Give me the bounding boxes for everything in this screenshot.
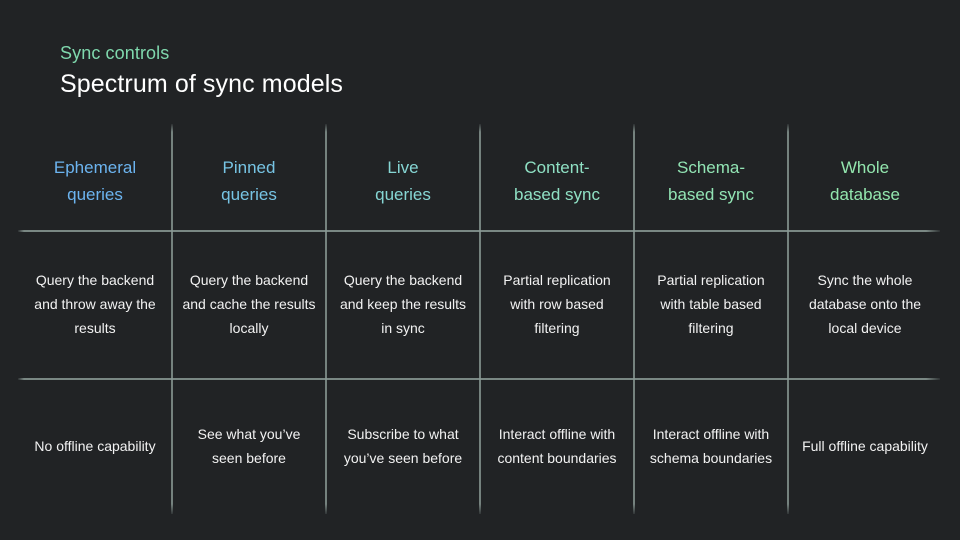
column-header-whole-database: Whole database	[788, 124, 942, 230]
table-header-row: Ephemeral queries Pinned queries Live qu…	[18, 124, 942, 230]
table-column-divider	[479, 124, 481, 514]
page-title: Spectrum of sync models	[60, 70, 343, 98]
table-column-divider	[325, 124, 327, 514]
column-header-line-1: Whole	[840, 158, 890, 177]
cell-offline-ephemeral-queries: No offline capability	[34, 438, 156, 454]
cell-description-live-queries: Query the backend and keep the results i…	[339, 272, 467, 336]
table-column-divider	[171, 124, 173, 514]
column-header-line-1: Schema-	[676, 158, 746, 177]
table-row: Query the backend and throw away the res…	[18, 230, 942, 378]
cell-description-pinned-queries: Query the backend and cache the results …	[182, 272, 316, 336]
cell-description-ephemeral-queries: Query the backend and throw away the res…	[34, 272, 156, 336]
column-header-live-queries: Live queries	[326, 124, 480, 230]
cell-description-schema-based-sync: Partial replication with table based fil…	[657, 272, 765, 336]
column-header-ephemeral-queries: Ephemeral queries	[18, 124, 172, 230]
column-header-line-2: queries	[221, 185, 277, 204]
column-header-line-2: based sync	[668, 185, 754, 204]
column-header-schema-based-sync: Schema- based sync	[634, 124, 788, 230]
table-row: No offline capability See what you’ve se…	[18, 378, 942, 514]
cell-description-whole-database: Sync the whole database onto the local d…	[808, 272, 922, 336]
column-header-line-1: Content-	[524, 158, 590, 177]
cell-offline-pinned-queries: See what you’ve seen before	[197, 426, 301, 466]
table-column-divider	[787, 124, 789, 514]
column-header-line-2: queries	[375, 185, 431, 204]
column-header-pinned-queries: Pinned queries	[172, 124, 326, 230]
column-header-line-2: queries	[67, 185, 123, 204]
cell-offline-schema-based-sync: Interact offline with schema boundaries	[649, 426, 773, 466]
slide-header: Sync controls Spectrum of sync models	[60, 40, 920, 100]
table-column-divider	[633, 124, 635, 514]
sync-models-table: Ephemeral queries Pinned queries Live qu…	[18, 124, 942, 516]
cell-description-content-based-sync: Partial replication with row based filte…	[503, 272, 611, 336]
column-header-line-1: Live	[387, 158, 419, 177]
column-header-content-based-sync: Content- based sync	[480, 124, 634, 230]
column-header-line-2: database	[830, 185, 900, 204]
column-header-line-1: Pinned	[222, 158, 276, 177]
cell-offline-whole-database: Full offline capability	[802, 438, 928, 454]
column-header-line-2: based sync	[514, 185, 600, 204]
cell-offline-live-queries: Subscribe to what you’ve seen before	[343, 426, 463, 466]
column-header-line-1: Ephemeral	[53, 158, 137, 177]
slide-eyebrow: Sync controls	[60, 43, 170, 63]
cell-offline-content-based-sync: Interact offline with content boundaries	[497, 426, 617, 466]
